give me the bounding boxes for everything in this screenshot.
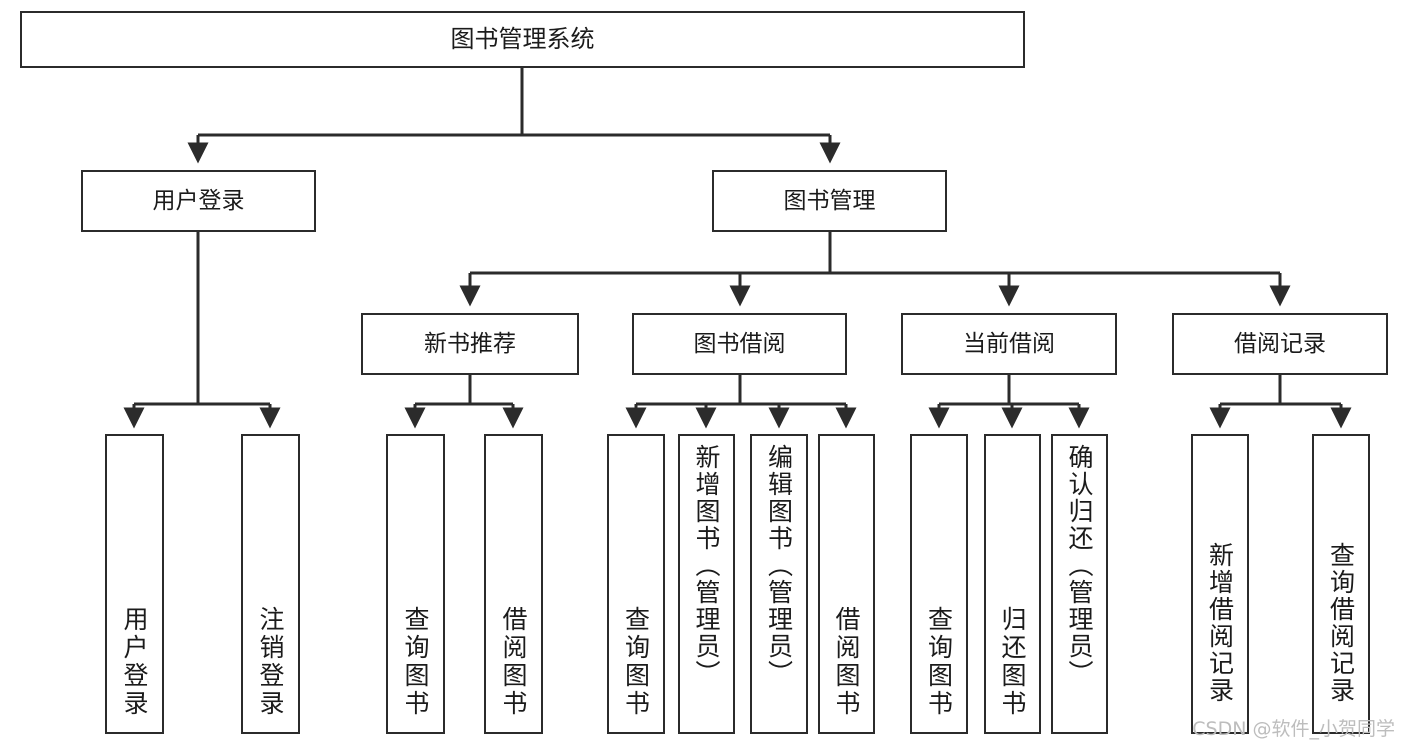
leaf-add-book-admin-label: 新增图书（管理员） [692, 444, 721, 687]
leaf-edit-book-admin[interactable]: 编辑图书（管理员） [750, 434, 808, 734]
leaf-user-login-label: 用户登录 [120, 606, 149, 718]
leaf-add-book-admin[interactable]: 新增图书（管理员） [678, 434, 735, 734]
leaf-query-book-borrow[interactable]: 查询图书 [607, 434, 665, 734]
node-book-borrow[interactable]: 图书借阅 [632, 313, 847, 375]
node-current-borrow[interactable]: 当前借阅 [901, 313, 1117, 375]
node-book-management[interactable]: 图书管理 [712, 170, 947, 232]
leaf-logout-label: 注销登录 [256, 606, 285, 718]
node-book-management-label: 图书管理 [783, 187, 876, 214]
node-root[interactable]: 图书管理系统 [20, 11, 1025, 68]
leaf-query-borrow-record[interactable]: 查询借阅记录 [1312, 434, 1370, 734]
leaf-borrow-book-recommend[interactable]: 借阅图书 [484, 434, 543, 734]
node-current-borrow-label: 当前借阅 [963, 330, 1055, 357]
leaf-query-book-recommend-label: 查询图书 [401, 606, 430, 718]
leaf-add-borrow-record-label: 新增借阅记录 [1205, 542, 1235, 704]
node-borrow-record[interactable]: 借阅记录 [1172, 313, 1388, 375]
node-borrow-record-label: 借阅记录 [1234, 330, 1326, 357]
leaf-borrow-book-recommend-label: 借阅图书 [499, 606, 528, 718]
leaf-confirm-return-admin-label: 确认归还（管理员） [1065, 444, 1094, 687]
leaf-query-book-recommend[interactable]: 查询图书 [386, 434, 445, 734]
node-new-book-recommend-label: 新书推荐 [424, 330, 516, 357]
leaf-query-borrow-record-label: 查询借阅记录 [1326, 542, 1356, 704]
node-user-login-label: 用户登录 [152, 187, 245, 214]
leaf-edit-book-admin-label: 编辑图书（管理员） [764, 444, 794, 687]
node-user-login[interactable]: 用户登录 [81, 170, 316, 232]
leaf-logout[interactable]: 注销登录 [241, 434, 300, 734]
node-book-borrow-label: 图书借阅 [693, 330, 786, 357]
leaf-add-borrow-record[interactable]: 新增借阅记录 [1191, 434, 1249, 734]
leaf-confirm-return-admin[interactable]: 确认归还（管理员） [1051, 434, 1108, 734]
node-root-label: 图书管理系统 [450, 24, 595, 53]
leaf-return-book[interactable]: 归还图书 [984, 434, 1041, 734]
leaf-query-book-current-label: 查询图书 [924, 606, 954, 718]
leaf-borrow-book-label: 借阅图书 [832, 606, 861, 718]
leaf-borrow-book[interactable]: 借阅图书 [818, 434, 875, 734]
csdn-watermark: CSDN @软件_小贺同学 [1192, 718, 1395, 740]
leaf-query-book-borrow-label: 查询图书 [621, 606, 651, 718]
leaf-return-book-label: 归还图书 [998, 606, 1027, 718]
node-new-book-recommend[interactable]: 新书推荐 [361, 313, 579, 375]
leaf-user-login[interactable]: 用户登录 [105, 434, 164, 734]
leaf-query-book-current[interactable]: 查询图书 [910, 434, 968, 734]
